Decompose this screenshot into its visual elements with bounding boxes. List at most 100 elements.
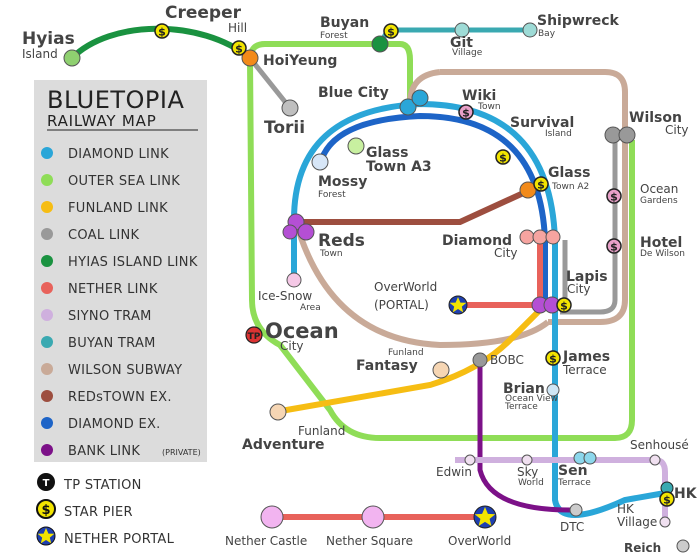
legend-swatch-7 [41, 336, 53, 348]
wilson-subway [440, 69, 628, 325]
label-lapis: Lapis [566, 269, 608, 285]
label-blue-city: Blue City [318, 85, 389, 101]
label-hyias: Hyias [22, 29, 75, 49]
label-hoiyeung: HoiYeung [263, 53, 337, 69]
label-glass-a2-sub: Town A2 [551, 182, 589, 192]
legend-swatch-6 [41, 309, 53, 321]
label-wilson: Wilson [629, 110, 682, 126]
legend-swatch-9 [41, 390, 53, 402]
label-torii: Torii [264, 118, 305, 138]
legend-swatch-8 [41, 363, 53, 375]
label-brian-sub: Ocean View [505, 394, 558, 404]
legend-label-11: BANK LINK [68, 444, 140, 459]
legend-title-line1: BLUETOPIA [47, 86, 184, 114]
label-fantasy-sub: Funland [388, 348, 424, 358]
legend-swatch-3 [41, 228, 53, 240]
label-overworld-portal-2: (PORTAL) [374, 298, 429, 312]
label-hk-village: HK [617, 502, 635, 516]
legend-nether-portal: NETHER PORTAL [64, 532, 175, 547]
coal-link [560, 140, 618, 315]
diamond-link-ring [291, 100, 666, 518]
label-ice-snow: Ice-Snow [258, 289, 312, 303]
label-reds-sub: Town [319, 249, 343, 259]
label-sen-sub: Terrace [557, 478, 591, 488]
label-git: Git [450, 35, 473, 51]
legend-swatch-5 [41, 282, 53, 294]
legend-note-11: (PRIVATE) [162, 448, 201, 457]
legend-label-5: NETHER LINK [68, 282, 158, 297]
label-mossy-sub: Forest [318, 190, 346, 200]
label-ice-snow-sub: Area [300, 303, 321, 313]
label-wilson-sub: City [665, 123, 689, 137]
label-sky-sub: World [518, 478, 544, 488]
label-survival-sub: Island [545, 129, 572, 139]
label-glass-a2: Glass [548, 165, 590, 181]
label-edwin: Edwin [436, 465, 472, 479]
label-nether-square: Nether Square [326, 534, 413, 548]
label-creeper: Creeper [165, 3, 242, 23]
label-hotel-sub: De Wilson [640, 249, 685, 259]
legend-label-3: COAL LINK [68, 228, 140, 243]
legend-swatch-10 [41, 417, 53, 429]
label-senhouse: Senhousé [630, 438, 689, 452]
legend-label-9: REDsTOWN EX. [68, 390, 172, 405]
tp-station-ocean-icon: TP [245, 326, 263, 344]
label-hk-village-sub: Village [617, 515, 657, 529]
label-brian: Brian [503, 381, 545, 397]
label-fantasy: Fantasy [356, 358, 418, 374]
label-bobc: BOBC [490, 353, 524, 367]
tp-station-icon: T [37, 473, 55, 491]
nether-portal-icon [36, 526, 56, 546]
legend-title-line2: RAILWAY MAP [47, 112, 157, 130]
label-adventure-sub: Funland [298, 424, 345, 438]
legend-tp-station: TP STATION [63, 478, 142, 493]
star-pier-icon: $ [36, 499, 56, 519]
label-james: James [562, 349, 610, 365]
label-nether-castle: Nether Castle [225, 534, 307, 548]
svg-text:T: T [43, 478, 50, 489]
label-overworld-portal: OverWorld [374, 280, 437, 294]
label-buyan: Buyan [320, 15, 369, 31]
legend-label-7: BUYAN TRAM [68, 336, 156, 351]
label-wiki: Wiki [462, 88, 496, 104]
legend-label-4: HYIAS ISLAND LINK [68, 255, 198, 270]
legend-label-8: WILSON SUBWAY [68, 363, 182, 378]
legend-label-2: FUNLAND LINK [68, 201, 168, 216]
label-hotel: Hotel [640, 235, 682, 251]
redstown-ex [298, 187, 532, 225]
label-diamond-city-sub: City [494, 246, 518, 260]
label-reich: Reich [624, 541, 661, 555]
legend-swatch-11 [41, 444, 53, 456]
legend-label-10: DIAMOND EX. [68, 417, 161, 432]
legend-label-6: SIYNO TRAM [68, 309, 152, 324]
label-wiki-sub: Town [477, 102, 501, 112]
outer-sea-branch [380, 41, 413, 104]
label-ocean-gardens: Ocean [640, 182, 678, 196]
legend-label-1: OUTER SEA LINK [68, 174, 180, 189]
legend-swatch-0 [41, 147, 53, 159]
legend-swatch-2 [41, 201, 53, 213]
label-overworld: OverWorld [448, 534, 511, 548]
label-brian-sub2: Terrace [504, 402, 538, 412]
label-glass-a3: Glass [366, 145, 408, 161]
label-reds: Reds [318, 231, 365, 251]
label-hyias-sub: Island [22, 47, 58, 61]
bank-link [477, 360, 571, 513]
label-dtc: DTC [560, 520, 584, 534]
label-shipwreck: Shipwreck [537, 13, 620, 29]
label-survival: Survival [510, 115, 574, 131]
label-james-sub: Terrace [562, 363, 607, 377]
legend-label-0: DIAMOND LINK [68, 147, 169, 162]
funland-link [274, 302, 548, 415]
label-diamond-city: Diamond [442, 233, 512, 249]
overworld-bottom-portal-icon [473, 505, 497, 529]
label-git-sub: Village [452, 48, 483, 58]
label-ocean-city-sub: City [280, 339, 304, 353]
label-adventure: Adventure [242, 437, 325, 453]
svg-text:TP: TP [248, 332, 261, 342]
legend-swatch-1 [41, 174, 53, 186]
label-sen: Sen [558, 463, 588, 479]
label-shipwreck-sub: Bay [538, 29, 556, 39]
